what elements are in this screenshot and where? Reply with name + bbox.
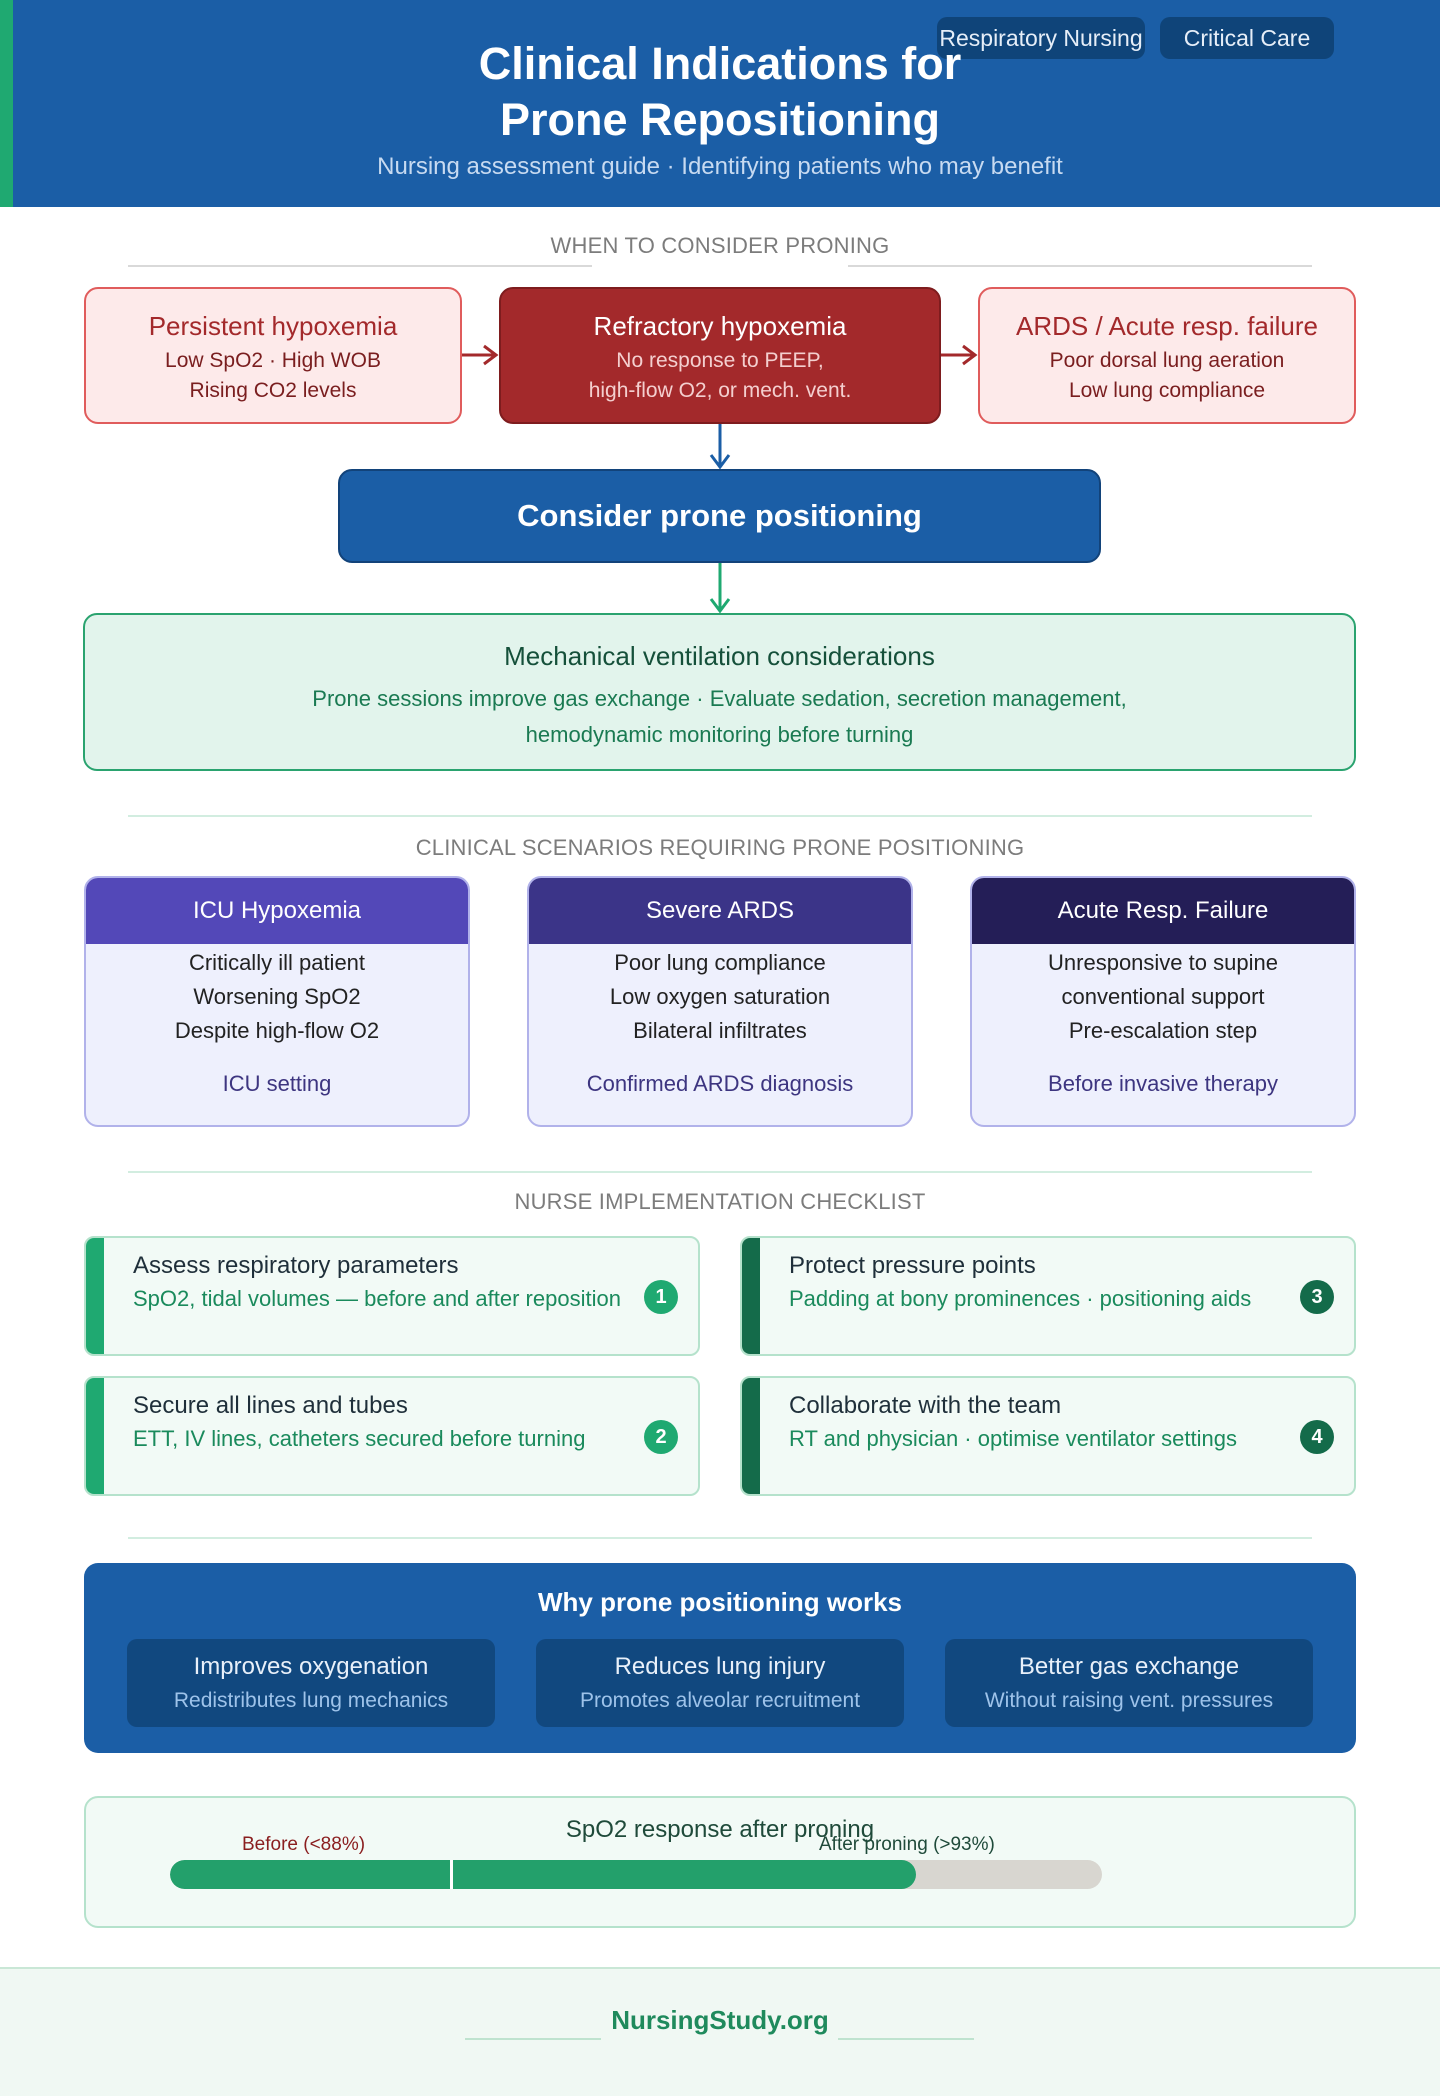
flow-box-line: Low SpO2 · High WOB <box>165 349 381 372</box>
why-title: Why prone positioning works <box>538 1587 902 1617</box>
section-heading-checklist: NURSE IMPLEMENTATION CHECKLIST <box>514 1189 926 1214</box>
mechanical-ventilation-box: Mechanical ventilation considerations Pr… <box>83 613 1356 771</box>
page-title-line1: Clinical Indications for <box>478 38 962 89</box>
checklist-title: Collaborate with the team <box>789 1392 1062 1419</box>
arrow-right-1-icon <box>462 344 499 366</box>
footer: NursingStudy.org <box>0 1967 1440 2096</box>
checklist-accent-bar <box>742 1378 760 1494</box>
section-heading-when: WHEN TO CONSIDER PRONING <box>550 233 890 258</box>
flow-box-line: high-flow O2, or mech. vent. <box>588 379 852 402</box>
scenario-card-header: Acute Resp. Failure <box>972 878 1354 944</box>
mech-line2: hemodynamic monitoring before turning <box>525 722 914 747</box>
why-card-lung-injury: Reduces lung injury Promotes alveolar re… <box>536 1639 904 1727</box>
checklist-item-secure-lines: Secure all lines and tubes ETT, IV lines… <box>84 1376 700 1496</box>
checklist-sub: Padding at bony prominences · positionin… <box>789 1286 1252 1311</box>
arrow-down-2-icon <box>709 563 731 614</box>
flow-box-line: Low lung compliance <box>1068 379 1266 402</box>
why-card-title: Improves oxygenation <box>193 1653 429 1680</box>
section-divider-left <box>128 265 592 267</box>
spo2-progress-fill <box>170 1860 916 1889</box>
checklist-sub: ETT, IV lines, catheters secured before … <box>133 1426 586 1451</box>
checklist-number-badge: 3 <box>1300 1280 1334 1314</box>
section-heading-scenarios: CLINICAL SCENARIOS REQUIRING PRONE POSIT… <box>415 835 1025 860</box>
arrow-right-2-icon <box>941 344 978 366</box>
tag-respiratory-nursing[interactable]: Respiratory Nursing <box>937 17 1145 59</box>
scenario-line: conventional support <box>1061 984 1265 1009</box>
checklist-title: Protect pressure points <box>789 1252 1036 1279</box>
section-divider <box>128 1171 1312 1173</box>
why-card-title: Reduces lung injury <box>614 1653 826 1680</box>
checklist-item-assess: Assess respiratory parameters SpO2, tida… <box>84 1236 700 1356</box>
scenario-footer: ICU setting <box>222 1071 332 1096</box>
checklist-title: Secure all lines and tubes <box>133 1392 408 1419</box>
header-accent-bar <box>0 0 13 207</box>
spo2-response-panel: SpO2 response after proning Before (<88%… <box>84 1796 1356 1928</box>
why-card-oxygenation: Improves oxygenation Redistributes lung … <box>127 1639 495 1727</box>
mech-line1: Prone sessions improve gas exchange · Ev… <box>312 686 1127 711</box>
checklist-item-pressure-points: Protect pressure points Padding at bony … <box>740 1236 1356 1356</box>
page-title-line2: Prone Repositioning <box>499 94 940 145</box>
why-card-sub: Promotes alveolar recruitment <box>579 1689 861 1712</box>
flow-box-title: Persistent hypoxemia <box>148 311 398 341</box>
scenario-line: Worsening SpO2 <box>193 984 361 1009</box>
checklist-item-collaborate: Collaborate with the team RT and physici… <box>740 1376 1356 1496</box>
section-divider-right <box>848 265 1312 267</box>
checklist-sub: RT and physician · optimise ventilator s… <box>789 1426 1237 1451</box>
scenario-line: Unresponsive to supine <box>1048 950 1278 975</box>
checklist-sub: SpO2, tidal volumes — before and after r… <box>133 1286 621 1311</box>
flow-box-title: Refractory hypoxemia <box>593 311 847 341</box>
scenario-card-severe-ards: Severe ARDS Poor lung compliance Low oxy… <box>527 876 913 1127</box>
scenario-line: Pre-escalation step <box>1068 1018 1258 1043</box>
flow-box-line: Poor dorsal lung aeration <box>1049 349 1285 372</box>
spo2-progress-track <box>170 1860 1102 1889</box>
scenario-line: Poor lung compliance <box>614 950 826 975</box>
spo2-before-marker <box>449 1860 453 1889</box>
decision-consider-prone: Consider prone positioning <box>338 469 1101 563</box>
flow-box-title: ARDS / Acute resp. failure <box>1015 311 1319 341</box>
checklist-number-badge: 4 <box>1300 1420 1334 1454</box>
why-card-sub: Without raising vent. pressures <box>984 1689 1274 1712</box>
footer-rule-left <box>465 2038 601 2040</box>
flow-box-line: Rising CO2 levels <box>189 379 357 402</box>
scenario-line: Low oxygen saturation <box>609 984 831 1009</box>
scenario-footer: Before invasive therapy <box>1048 1071 1278 1096</box>
spo2-before-label: Before (<88%) <box>242 1834 366 1855</box>
scenario-card-header: ICU Hypoxemia <box>86 878 468 944</box>
checklist-accent-bar <box>742 1238 760 1354</box>
why-prone-works-panel: Why prone positioning works Improves oxy… <box>84 1563 1356 1753</box>
scenario-footer: Confirmed ARDS diagnosis <box>586 1071 854 1096</box>
page-subtitle: Nursing assessment guide · Identifying p… <box>377 153 1063 180</box>
why-card-gas-exchange: Better gas exchange Without raising vent… <box>945 1639 1313 1727</box>
arrow-down-1-icon <box>709 424 731 470</box>
spo2-after-label: After proning (>93%) <box>819 1834 995 1855</box>
checklist-accent-bar <box>86 1238 104 1354</box>
scenario-line: Critically ill patient <box>188 950 366 975</box>
section-divider <box>128 815 1312 817</box>
flow-box-line: No response to PEEP, <box>616 349 824 372</box>
mech-title: Mechanical ventilation considerations <box>504 641 935 671</box>
scenario-line: Despite high-flow O2 <box>174 1018 380 1043</box>
checklist-number-badge: 1 <box>644 1280 678 1314</box>
scenario-card-acute-resp-failure: Acute Resp. Failure Unresponsive to supi… <box>970 876 1356 1127</box>
footer-rule-right <box>838 2038 974 2040</box>
scenario-line: Bilateral infiltrates <box>633 1018 807 1043</box>
flow-box-refractory-hypoxemia: Refractory hypoxemia No response to PEEP… <box>499 287 941 424</box>
tag-critical-care[interactable]: Critical Care <box>1160 17 1334 59</box>
flow-box-ards: ARDS / Acute resp. failure Poor dorsal l… <box>978 287 1356 424</box>
flow-box-persistent-hypoxemia: Persistent hypoxemia Low SpO2 · High WOB… <box>84 287 462 424</box>
footer-brand-link[interactable]: NursingStudy.org <box>611 2005 829 2035</box>
checklist-accent-bar <box>86 1378 104 1494</box>
why-card-sub: Redistributes lung mechanics <box>173 1689 449 1712</box>
checklist-title: Assess respiratory parameters <box>133 1252 459 1279</box>
spo2-title: SpO2 response after proning <box>565 1816 875 1843</box>
section-divider <box>128 1537 1312 1539</box>
scenario-card-icu-hypoxemia: ICU Hypoxemia Critically ill patient Wor… <box>84 876 470 1127</box>
scenario-card-header: Severe ARDS <box>529 878 911 944</box>
why-card-title: Better gas exchange <box>1018 1653 1240 1680</box>
checklist-number-badge: 2 <box>644 1420 678 1454</box>
